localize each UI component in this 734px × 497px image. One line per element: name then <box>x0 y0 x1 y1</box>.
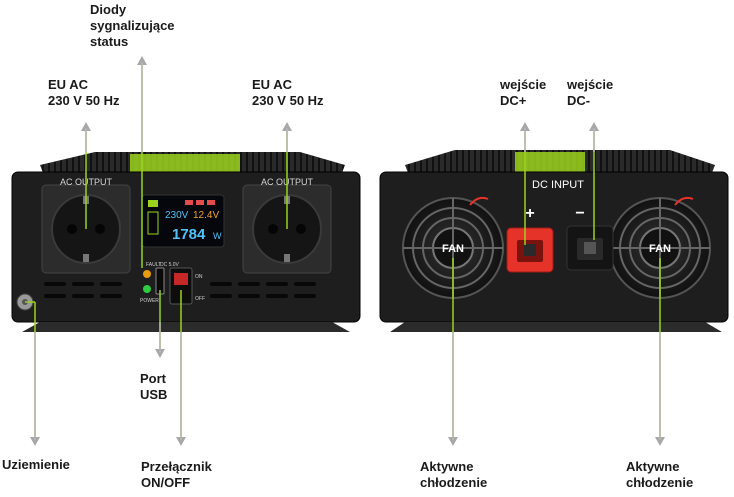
display-voltage: 230V <box>165 210 189 221</box>
usb-port-label: Port USB <box>140 371 168 402</box>
dc-minus-label: wejście DC- <box>567 77 614 108</box>
fan-right: FAN <box>609 197 711 299</box>
minus-sign: − <box>575 205 584 222</box>
plus-sign: + <box>525 205 534 222</box>
display-unit: W <box>213 231 222 241</box>
rear-inverter: DC INPUT + − FAN FAN <box>379 150 729 332</box>
front-vents <box>44 282 316 298</box>
power-switch-rocker <box>174 273 188 285</box>
fault-led <box>143 270 151 278</box>
lcd-display: 230V 12.4V 1784 W <box>141 194 225 248</box>
dc-plus-label: wejście DC+ <box>500 77 547 108</box>
switch-off-label: OFF <box>195 296 205 302</box>
fault-label: FAULT <box>146 262 161 268</box>
rear-green-label <box>515 152 585 174</box>
dc-input-text: DC INPUT <box>532 179 584 191</box>
front-green-label <box>130 154 240 176</box>
status-leds-label: Diody sygnalizujące status <box>90 2 175 49</box>
callout-arrowheads <box>30 56 665 446</box>
front-base <box>22 322 350 332</box>
display-input: 12.4V <box>193 210 219 221</box>
front-inverter: AC OUTPUT AC OUTPUT 230V 12.4V 1784 W FA… <box>11 152 361 332</box>
eu-ac-left-label: EU AC 230 V 50 Hz <box>48 77 120 108</box>
display-power: 1784 <box>172 226 206 243</box>
eu-ac-right-label: EU AC 230 V 50 Hz <box>252 77 324 108</box>
power-led <box>143 285 151 293</box>
dc-plus-terminal <box>506 227 554 273</box>
switch-on-label: ON <box>195 274 203 280</box>
active-cooling-right-label: Aktywne chłodzenie <box>626 459 694 490</box>
usb-label: DC 5.0V <box>160 262 180 268</box>
switch-label: Przełącznik ON/OFF <box>141 459 212 490</box>
rear-base <box>390 322 722 332</box>
power-label: POWER <box>140 298 159 304</box>
fan-left-text: FAN <box>442 243 464 255</box>
ground-label: Uziemienie <box>2 457 70 472</box>
fan-right-text: FAN <box>649 243 671 255</box>
active-cooling-left-label: Aktywne chłodzenie <box>420 459 488 490</box>
dc-minus-terminal <box>566 225 614 271</box>
callout-lines-grey <box>34 62 661 440</box>
